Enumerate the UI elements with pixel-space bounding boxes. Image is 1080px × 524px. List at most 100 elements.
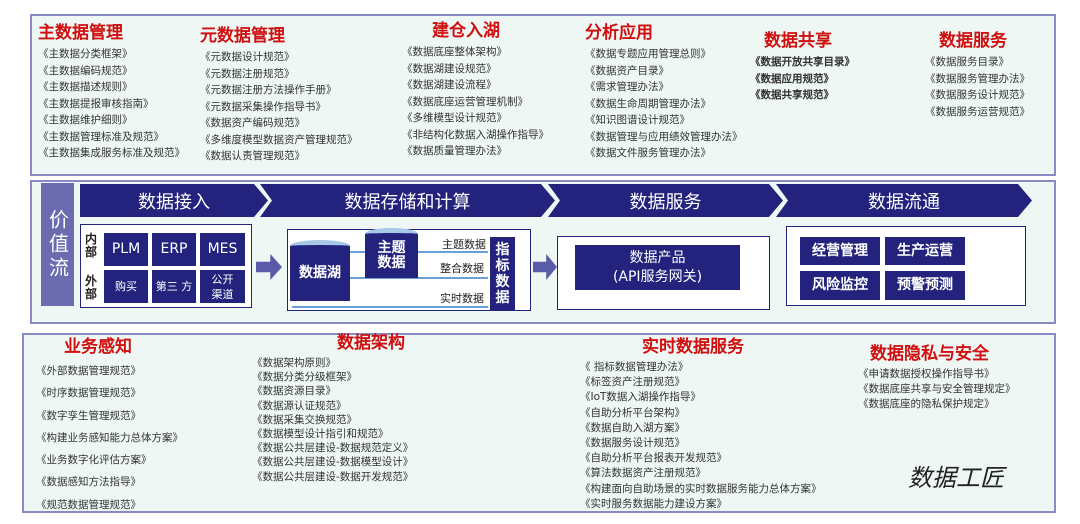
document-link[interactable]: 《数据感知方法指导》 <box>36 476 141 489</box>
document-link[interactable]: 《主数据维护细则》 <box>38 114 133 126</box>
bottom-panel <box>22 333 1056 513</box>
external-label: 外部 <box>85 274 98 301</box>
document-link[interactable]: 《数据开放共享目录》 <box>750 56 855 68</box>
section-title: 分析应用 <box>585 23 653 43</box>
section-title: 实时数据服务 <box>642 337 744 357</box>
document-link[interactable]: 《主数据管理标准及规范》 <box>38 130 164 143</box>
document-link[interactable]: 《实时服务数据能力建设方案》 <box>580 497 727 510</box>
document-link[interactable]: 《数据底座共享与安全管理规定》 <box>858 383 1016 395</box>
document-link[interactable]: 《数据湖建设流程》 <box>402 79 497 91</box>
document-link[interactable]: 《元数据采集操作指导书》 <box>200 100 326 113</box>
document-link[interactable]: 《数据资产目录》 <box>585 64 669 77</box>
circ-production: 生产运营 <box>885 237 965 265</box>
document-link[interactable]: 《数据底座的隐私保护规定》 <box>858 398 995 410</box>
document-link[interactable]: 《多维模型设计规范》 <box>402 112 507 124</box>
source-purchase: 购买 <box>104 270 148 303</box>
document-link[interactable]: 《数据质量管理办法》 <box>402 145 507 157</box>
document-link[interactable]: 《数据公共层建设-数据模型设计》 <box>252 456 414 469</box>
document-link[interactable]: 《数据采集交换规范》 <box>252 413 357 426</box>
source-public: 公开渠道 <box>200 270 245 303</box>
section-title: 数据架构 <box>337 333 405 353</box>
col-lake: 建仓入湖《数据底座整体架构》《数据湖建设规范》《数据湖建设流程》《数据底座运营管… <box>402 20 549 160</box>
document-link[interactable]: 《数据资产编码规范》 <box>200 117 305 129</box>
document-link[interactable]: 《时序数据管理规范》 <box>36 387 141 400</box>
document-link[interactable]: 《规范数据管理规范》 <box>36 498 141 511</box>
document-link[interactable]: 《数据服务设计规范》 <box>925 89 1030 101</box>
document-link[interactable]: 《数据共享规范》 <box>750 89 834 101</box>
col-privacy-security: 数据隐私与安全《申请数据授权操作指导书》《数据底座共享与安全管理规定》《数据底座… <box>858 343 1016 412</box>
document-link[interactable]: 《数据分类分级框架》 <box>252 371 357 384</box>
document-link[interactable]: 《业务数字化评估方案》 <box>36 454 152 467</box>
document-link[interactable]: 《多维度模型数据资产管理规范》 <box>200 133 358 146</box>
signature-text: 数据工匠 <box>908 464 1004 492</box>
document-link[interactable]: 《数据服务目录》 <box>925 56 1009 68</box>
document-link[interactable]: 《数据服务管理办法》 <box>925 72 1030 85</box>
document-link[interactable]: 《数据模型设计指引和规范》 <box>252 428 389 441</box>
document-link[interactable]: 《数据底座运营管理机制》 <box>402 95 528 108</box>
document-link[interactable]: 《数据源认证规范》 <box>252 399 347 412</box>
stage-access: 数据接入 <box>80 184 268 217</box>
document-link[interactable]: 《IoT数据入湖操作指导》 <box>580 391 701 404</box>
document-link[interactable]: 《主数据分类框架》 <box>38 48 133 60</box>
document-link[interactable]: 《非结构化数据入湖操作指导》 <box>402 128 549 141</box>
flow-line <box>292 306 488 308</box>
section-title: 元数据管理 <box>200 26 285 46</box>
document-link[interactable]: 《数据服务设计规范》 <box>580 437 685 450</box>
document-link[interactable]: 《算法数据资产注册规范》 <box>580 467 706 480</box>
document-link[interactable]: 《元数据注册方法操作手册》 <box>200 84 337 96</box>
document-link[interactable]: 《数据认责管理规范》 <box>200 150 305 162</box>
document-link[interactable]: 《元数据注册规范》 <box>200 67 295 80</box>
document-link[interactable]: 《数据自助入湖方案》 <box>580 421 685 434</box>
col-business-perception: 业务感知《外部数据管理规范》《时序数据管理规范》《数字孪生管理规范》《构建业务感… <box>36 336 183 516</box>
document-link[interactable]: 《数据底座整体架构》 <box>402 46 507 58</box>
section-title: 数据服务 <box>939 31 1007 51</box>
document-link[interactable]: 《主数据编码规范》 <box>38 64 133 77</box>
document-link[interactable]: 《数据应用规范》 <box>750 72 834 85</box>
document-link[interactable]: 《数据服务运营规范》 <box>925 105 1030 118</box>
data-product-title: 数据产品 <box>629 249 686 266</box>
section-title: 建仓入湖 <box>432 21 500 41</box>
document-link[interactable]: 《数据生命周期管理办法》 <box>585 97 711 110</box>
document-link[interactable]: 《自助分析平台架构》 <box>580 406 685 419</box>
document-link[interactable]: 《数据湖建设规范》 <box>402 62 497 75</box>
document-link[interactable]: 《主数据集成服务标准及规范》 <box>38 147 185 159</box>
document-link[interactable]: 《数据文件服务管理办法》 <box>585 147 711 159</box>
section-title: 数据共享 <box>764 31 832 51</box>
document-link[interactable]: 《构建面向自助场景的实时数据服务能力总体方案》 <box>580 482 822 495</box>
data-lake-cylinder: 数据湖 <box>290 240 350 301</box>
flow-line <box>348 251 488 253</box>
section-title: 数据隐私与安全 <box>870 344 989 364</box>
document-link[interactable]: 《标签资产注册规范》 <box>580 376 685 389</box>
document-link[interactable]: 《数据管理与应用绩效管理办法》 <box>585 130 743 143</box>
col-data-architecture: 数据架构《数据架构原则》《数据分类分级框架》《数据资源目录》《数据源认证规范》《… <box>252 332 413 484</box>
col-master-data: 主数据管理《主数据分类框架》《主数据编码规范》《主数据描述规则》《主数据提报审核… <box>38 22 185 162</box>
data-product: 数据产品 (API服务网关) <box>575 245 740 290</box>
stage-storage: 数据存储和计算 <box>260 184 555 217</box>
document-link[interactable]: 《元数据设计规范》 <box>200 51 295 63</box>
col-sharing: 数据共享《数据开放共享目录》《数据应用规范》《数据共享规范》 <box>750 30 855 104</box>
document-link[interactable]: 《外部数据管理规范》 <box>36 365 141 377</box>
document-link[interactable]: 《知识图谱设计规范》 <box>585 114 690 126</box>
document-link[interactable]: 《数据公共层建设-数据开发规范》 <box>252 470 414 483</box>
circ-business: 经营管理 <box>800 237 880 265</box>
document-link[interactable]: 《申请数据授权操作指导书》 <box>858 368 995 380</box>
document-link[interactable]: 《主数据描述规则》 <box>38 81 133 93</box>
document-link[interactable]: 《数据资源目录》 <box>252 385 336 398</box>
document-link[interactable]: 《 指标数据管理办法》 <box>580 361 689 373</box>
document-link[interactable]: 《数据专题应用管理总则》 <box>585 48 711 60</box>
section-title: 主数据管理 <box>38 23 123 43</box>
source-erp: ERP <box>152 233 196 266</box>
source-third-party: 第三 方 <box>152 270 196 303</box>
document-link[interactable]: 《数据架构原则》 <box>252 357 336 369</box>
document-link[interactable]: 《构建业务感知能力总体方案》 <box>36 431 183 444</box>
document-link[interactable]: 《数据公共层建设-数据规范定义》 <box>252 442 414 455</box>
circ-warning: 预警预测 <box>885 271 965 300</box>
document-link[interactable]: 《数字孪生管理规范》 <box>36 409 141 422</box>
document-link[interactable]: 《自助分析平台报表开发规范》 <box>580 452 727 465</box>
circ-risk: 风险监控 <box>800 271 880 300</box>
document-link[interactable]: 《主数据提报审核指南》 <box>38 97 154 110</box>
document-link[interactable]: 《需求管理办法》 <box>585 81 669 93</box>
col-metadata: 元数据管理《元数据设计规范》《元数据注册规范》《元数据注册方法操作手册》《元数据… <box>200 25 358 165</box>
stage-service: 数据服务 <box>548 184 783 217</box>
flow-integrated-data: 整合数据 <box>440 262 484 275</box>
